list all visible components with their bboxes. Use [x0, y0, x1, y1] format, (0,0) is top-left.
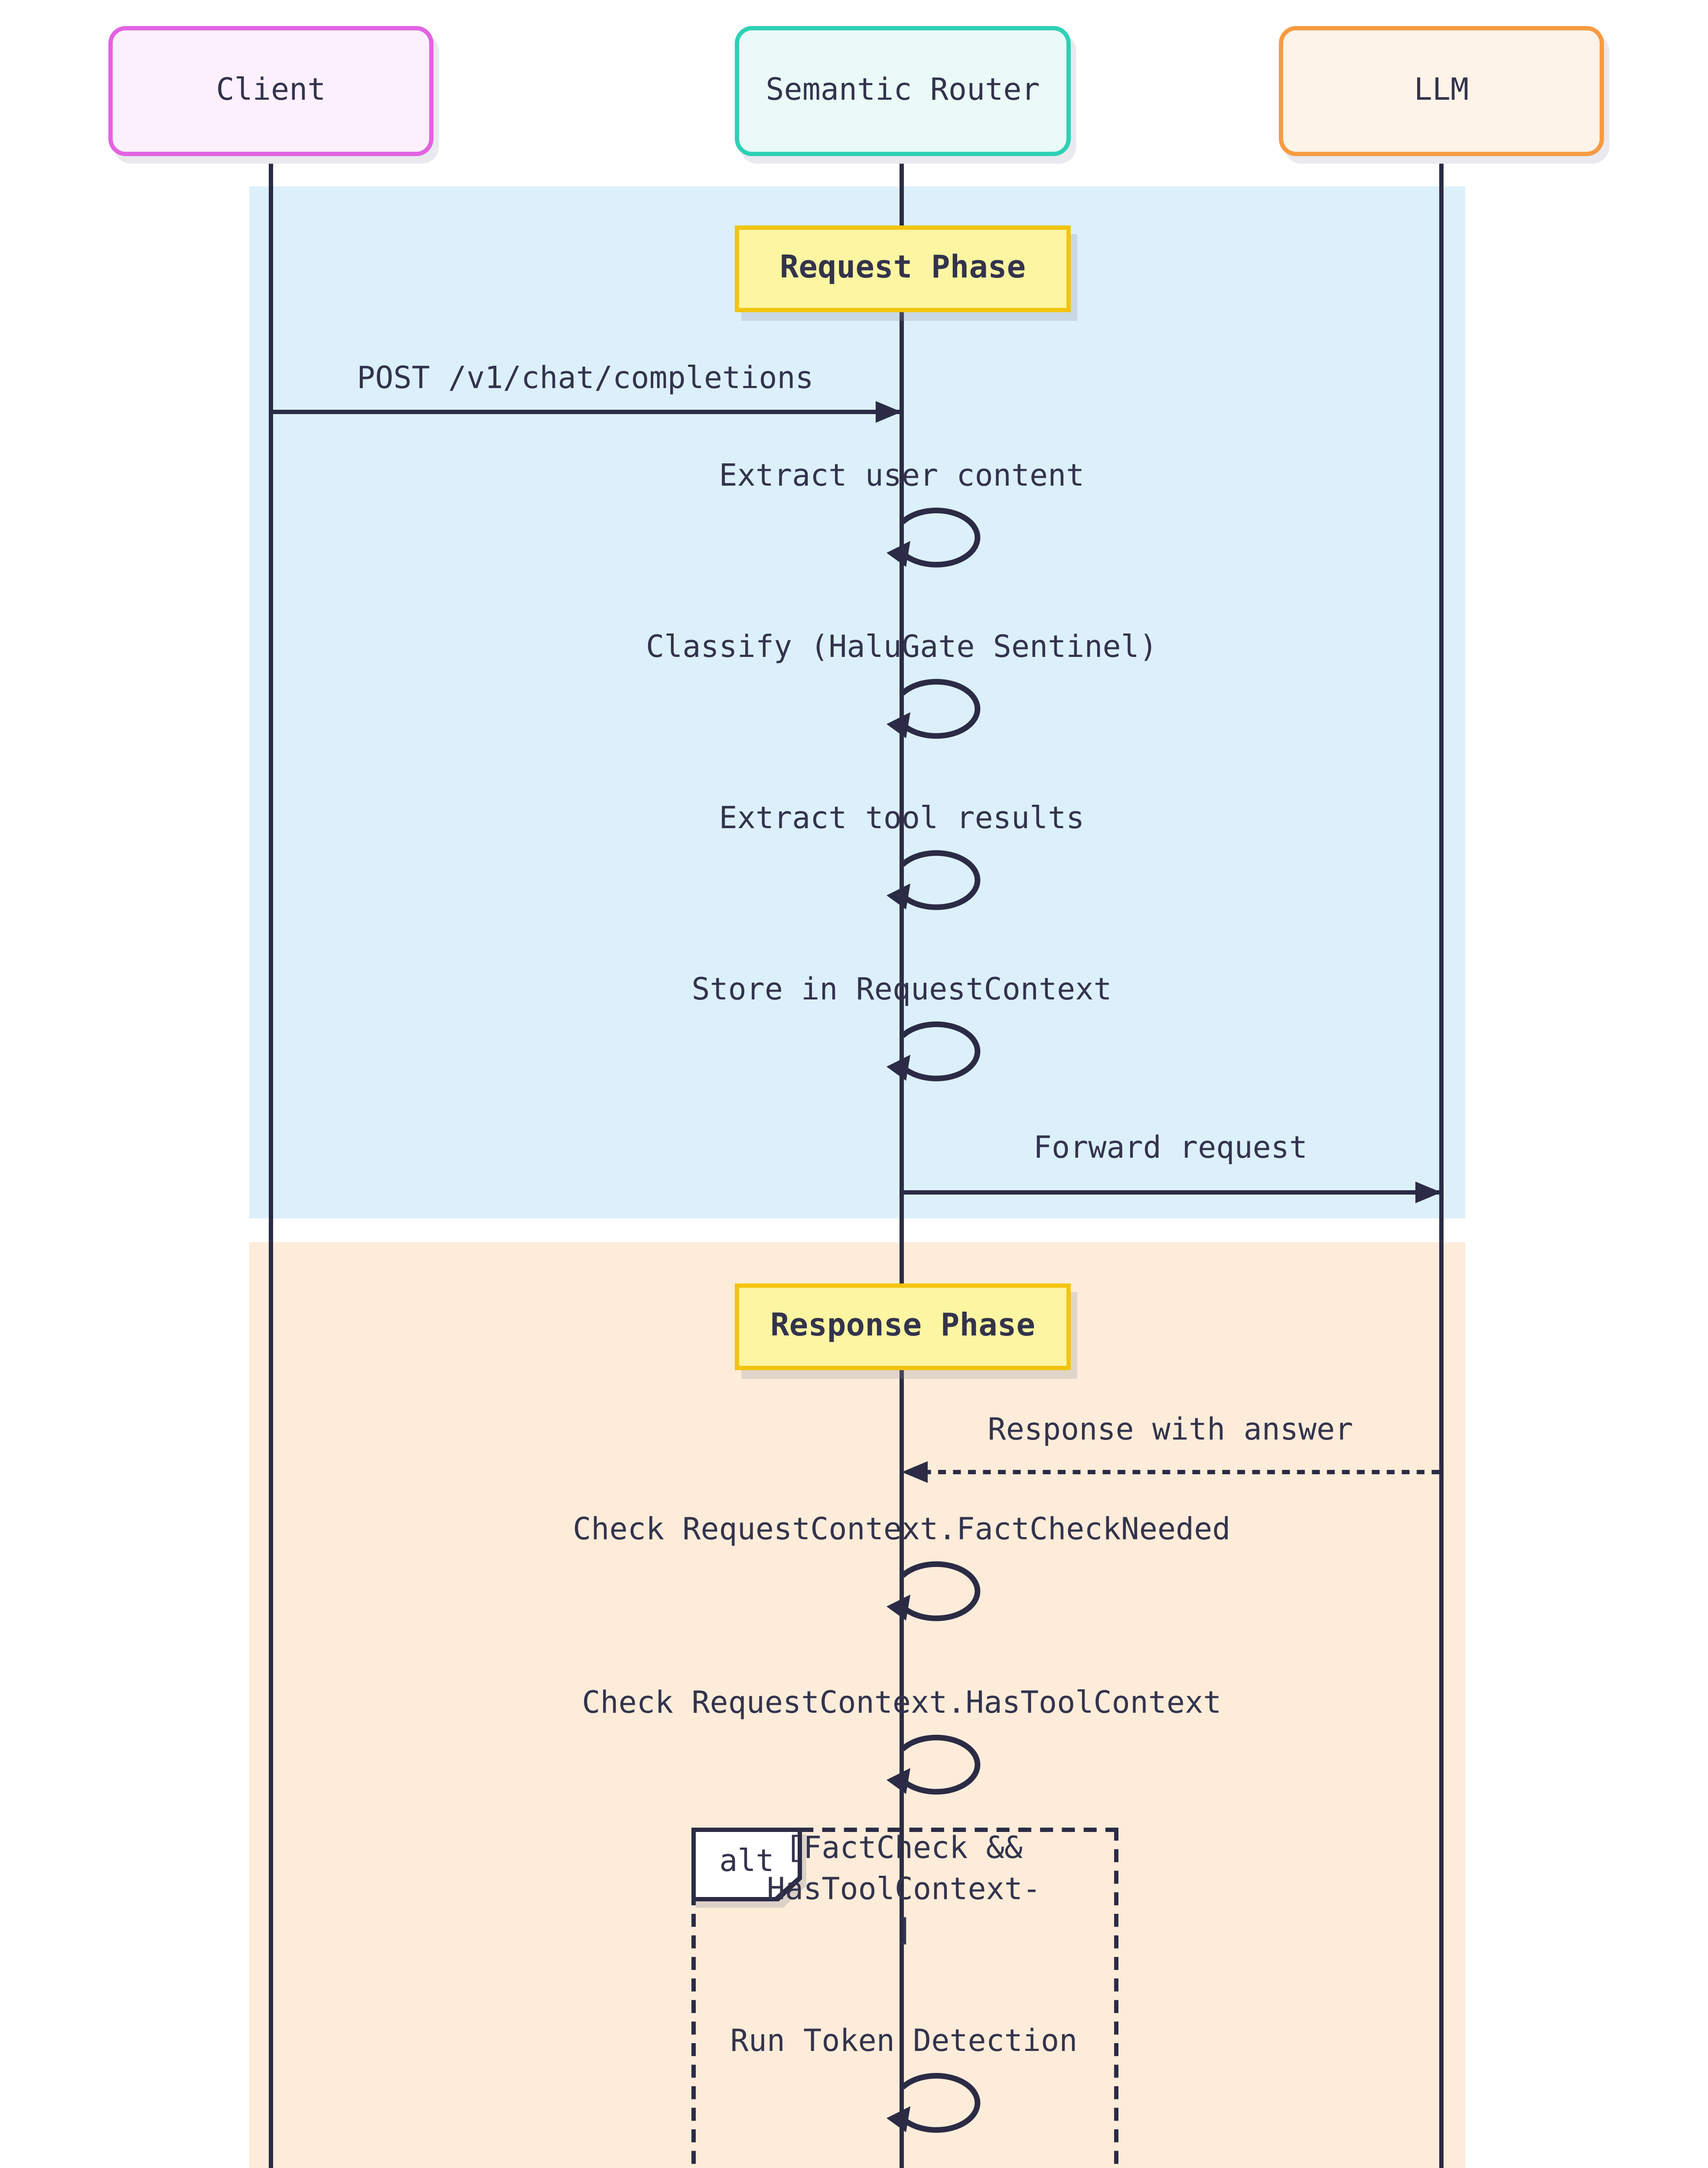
- lifeline-llm: [1439, 156, 1444, 2168]
- self-loop-arrow-icon: [887, 507, 981, 568]
- arrow-line-dotted: [908, 1470, 1441, 1475]
- message-label: Classify (HaluGate Sentinel): [645, 631, 1158, 666]
- actor-router-top: Semantic Router: [735, 26, 1071, 156]
- arrow-line: [902, 1190, 1441, 1195]
- actor-llm-top: LLM: [1279, 26, 1604, 156]
- response-phase-label: Response Phase: [735, 1283, 1071, 1370]
- actor-label: Semantic Router: [766, 74, 1040, 108]
- message-label: Forward request: [1033, 1132, 1308, 1166]
- message-label: Response with answer: [988, 1414, 1353, 1448]
- phase-label-text: Request Phase: [779, 251, 1026, 286]
- self-loop-arrow-icon: [887, 679, 981, 739]
- phase-label-text: Response Phase: [770, 1309, 1036, 1344]
- arrowhead-icon: [902, 1460, 928, 1482]
- self-loop-arrow-icon: [887, 1734, 981, 1795]
- alt-frame: [691, 1828, 1118, 2168]
- response-phase-band: [249, 1242, 1465, 2168]
- message-label: Store in RequestContext: [691, 973, 1112, 1008]
- arrow-line: [271, 410, 902, 415]
- actor-client-top: Client: [108, 26, 434, 156]
- message-label: Check RequestContext.HasToolContext: [582, 1687, 1222, 1721]
- actor-label: LLM: [1414, 74, 1469, 108]
- alt-label-text: alt: [719, 1844, 774, 1879]
- arrowhead-icon: [876, 400, 902, 422]
- self-loop-arrow-icon: [887, 850, 981, 910]
- message-label: Extract user content: [719, 460, 1085, 494]
- message-label: Extract tool results: [719, 802, 1085, 837]
- message-label: Check RequestContext.FactCheckNeeded: [573, 1513, 1231, 1548]
- alt-label: alt: [691, 1828, 802, 1901]
- message-label: Run Token Detection: [730, 2025, 1078, 2060]
- arrowhead-icon: [1415, 1181, 1441, 1203]
- self-loop-arrow-icon: [887, 2073, 981, 2133]
- request-phase-band: [249, 186, 1465, 1218]
- request-phase-label: Request Phase: [735, 225, 1071, 312]
- message-label: POST /v1/chat/completions: [357, 362, 814, 397]
- lifeline-router: [900, 156, 904, 2168]
- lifeline-client: [269, 156, 274, 2168]
- self-loop-arrow-icon: [887, 1021, 981, 1081]
- actor-label: Client: [216, 74, 326, 108]
- self-loop-arrow-icon: [887, 1561, 981, 1621]
- alt-condition-1: [FactCheck && HasToolContext- ]: [766, 1832, 1041, 1949]
